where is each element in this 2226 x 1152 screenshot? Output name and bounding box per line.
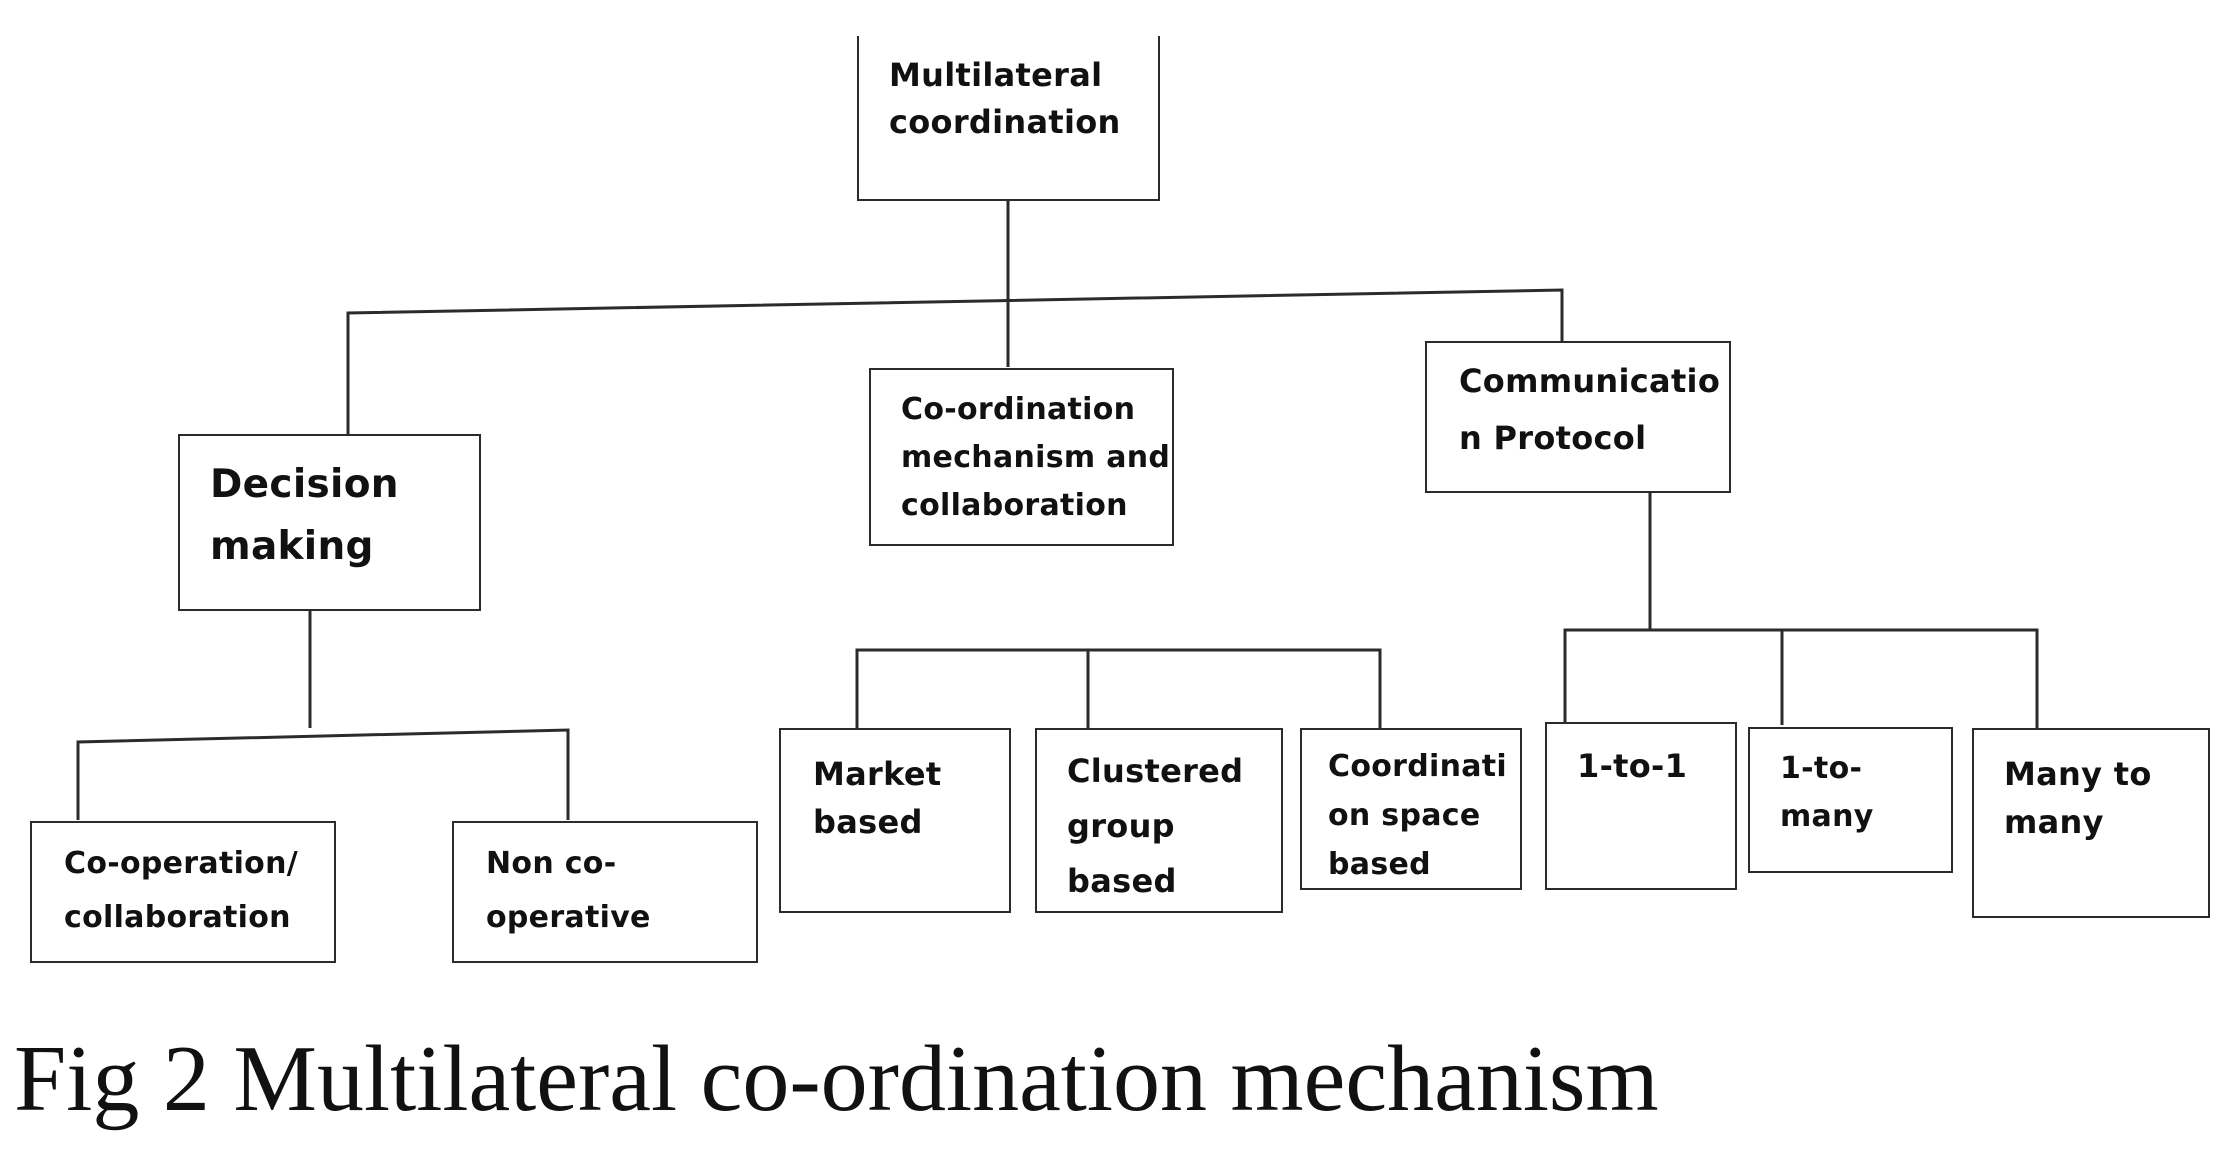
- node-decision-making: Decision making: [178, 434, 481, 611]
- node-cooperation-collaboration: Co-operation/ collaboration: [30, 821, 336, 963]
- connector-mechanism-bar: [855, 648, 1382, 728]
- connector-decision-bar: [76, 728, 570, 820]
- node-many-to-many: Many to many: [1972, 728, 2210, 918]
- figure-caption: Fig 2 Multilateral co-ordination mechani…: [14, 1027, 1659, 1131]
- node-1-to-1: 1-to-1: [1545, 722, 1737, 890]
- node-1-to-many: 1-to- many: [1748, 727, 1953, 873]
- node-coordination-space-based: Coordinati on space based: [1300, 728, 1522, 890]
- node-coordination-mechanism: Co-ordination mechanism and collaboratio…: [869, 368, 1174, 546]
- node-non-cooperative: Non co- operative: [452, 821, 758, 963]
- node-multilateral-coordination: Multilateral coordination: [857, 36, 1160, 201]
- node-communication-protocol: Communicatio n Protocol: [1425, 341, 1731, 493]
- node-market-based: Market based: [779, 728, 1011, 913]
- connector-main-bar: [346, 288, 1564, 441]
- connector-communication-bar: [1563, 628, 2039, 728]
- node-clustered-group-based: Clustered group based: [1035, 728, 1283, 913]
